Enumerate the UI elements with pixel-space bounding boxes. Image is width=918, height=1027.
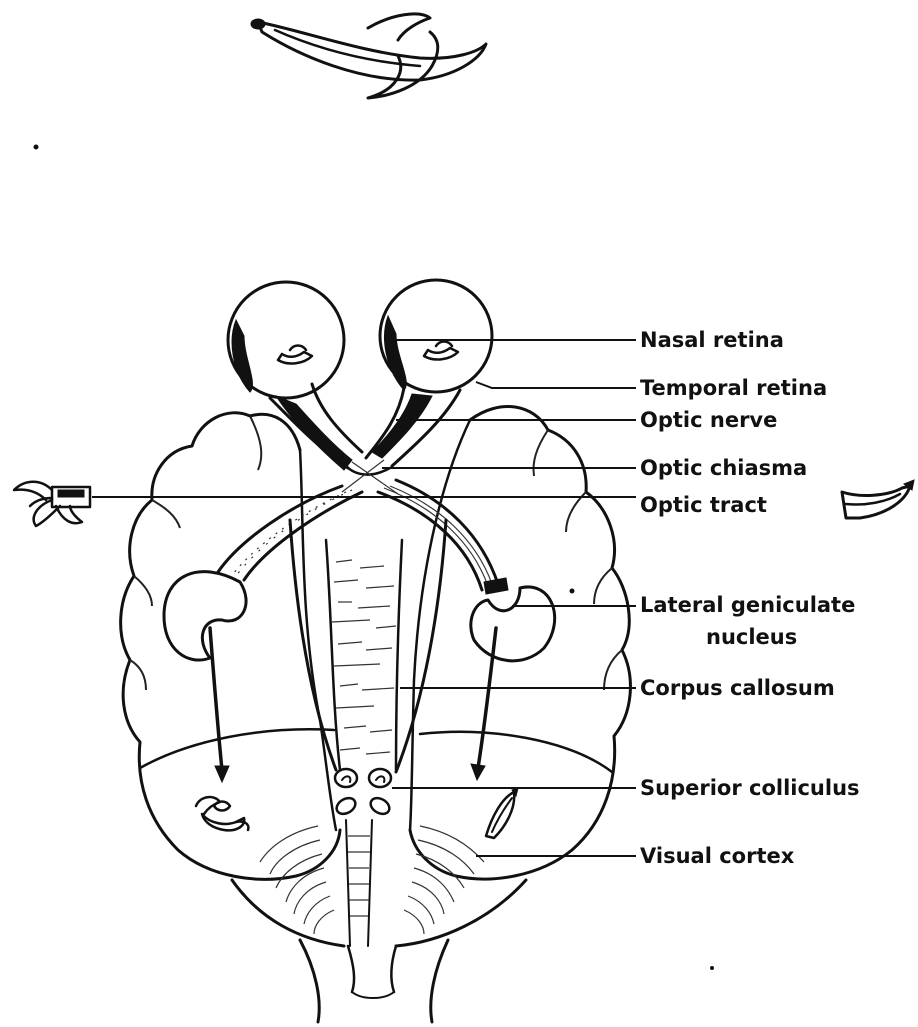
label-lateral-geniculate: Lateral geniculate — [640, 593, 855, 617]
peeled-banana-icon — [196, 797, 248, 830]
peeled-banana-icon — [14, 482, 90, 526]
cerebellum — [232, 820, 526, 946]
label-nasal-retina: Nasal retina — [640, 328, 784, 352]
stray-dot — [34, 145, 38, 149]
label-corpus-callosum: Corpus callosum — [640, 676, 835, 700]
optic-chiasma — [342, 460, 398, 494]
label-temporal-retina: Temporal retina — [640, 376, 827, 400]
labels: Nasal retina Temporal retina Optic nerve… — [640, 328, 860, 868]
brainstem — [300, 940, 448, 1022]
stray-dot — [711, 967, 714, 970]
right-eye — [380, 280, 492, 392]
leader-lines — [92, 340, 636, 856]
corpus-callosum — [326, 540, 402, 770]
label-optic-nerve: Optic nerve — [640, 408, 777, 432]
banana-icon — [842, 480, 914, 518]
brain-outline — [121, 407, 631, 880]
label-superior-colliculus: Superior colliculus — [640, 776, 860, 800]
banana-icon — [486, 788, 518, 838]
label-optic-chiasma: Optic chiasma — [640, 456, 807, 480]
left-eye — [228, 282, 344, 398]
stray-dot — [570, 589, 574, 593]
label-lateral-geniculate-nucleus: nucleus — [706, 625, 797, 649]
label-visual-cortex: Visual cortex — [640, 844, 795, 868]
superior-colliculus — [334, 769, 392, 817]
label-optic-tract: Optic tract — [640, 493, 767, 517]
banana-icon — [251, 14, 486, 98]
visual-radiation-arrows — [210, 520, 496, 782]
